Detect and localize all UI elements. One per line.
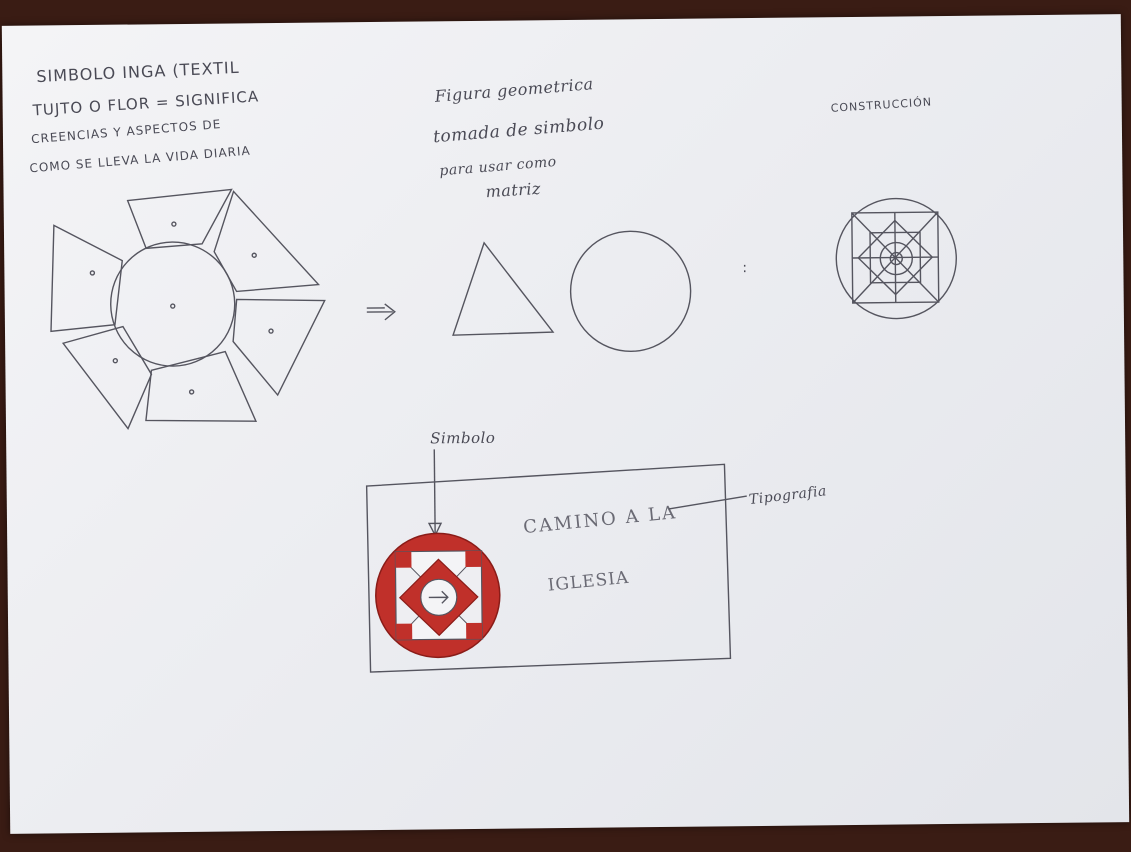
inga-flower-sketch: [50, 189, 326, 430]
petal-left-lower: [63, 326, 152, 429]
paper-sheet: SIMBOLO INGA (TEXTIL TUJTO O FLOR = SIGN…: [2, 14, 1129, 834]
sketch-drawings: [2, 14, 1129, 834]
pointer-line: [434, 449, 435, 533]
petal-right-lower: [233, 299, 326, 396]
matrix-circle: [570, 231, 691, 352]
matrix-triangle: [452, 242, 553, 335]
construction-diagram: [836, 198, 957, 319]
petal-bottom: [145, 351, 256, 422]
petal-top: [128, 189, 233, 248]
right-arrow-icon: [367, 304, 395, 320]
red-symbol-logo: [375, 533, 500, 658]
typeface-pointer-line: [669, 496, 747, 509]
petal-right-upper: [214, 191, 319, 292]
